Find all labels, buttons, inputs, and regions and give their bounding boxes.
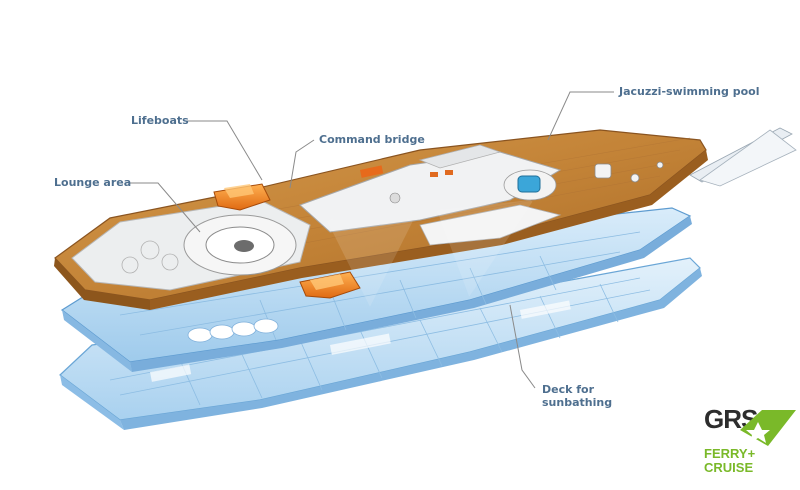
label-deck-sunbathing-1: Deck for <box>542 383 595 396</box>
jacuzzi-pool <box>503 169 557 201</box>
logo-line2: CRUISE <box>704 460 753 475</box>
top-deck-layer <box>54 129 708 310</box>
star-flag-icon <box>740 410 796 446</box>
label-lounge-area: Lounge area <box>54 176 132 189</box>
sun-loungers <box>187 318 279 343</box>
lower-deck-layer <box>59 257 702 430</box>
label-command-bridge: Command bridge <box>319 133 425 146</box>
lifeboat-upper <box>213 183 271 211</box>
label-deck-sunbathing-2: sunbathing <box>542 396 613 409</box>
label-jacuzzi-pool: Jacuzzi-swimming pool <box>619 85 760 98</box>
grs-ferry-cruise-logo: GRS FERRY+ CRUISE <box>700 402 800 482</box>
leader-lines <box>130 91 614 389</box>
lifeboat-lower <box>299 271 361 299</box>
watermark-logo <box>327 198 533 307</box>
bowsprit <box>689 127 797 187</box>
label-lifeboats: Lifeboats <box>131 114 189 127</box>
logo-line1: FERRY+ <box>704 446 756 461</box>
